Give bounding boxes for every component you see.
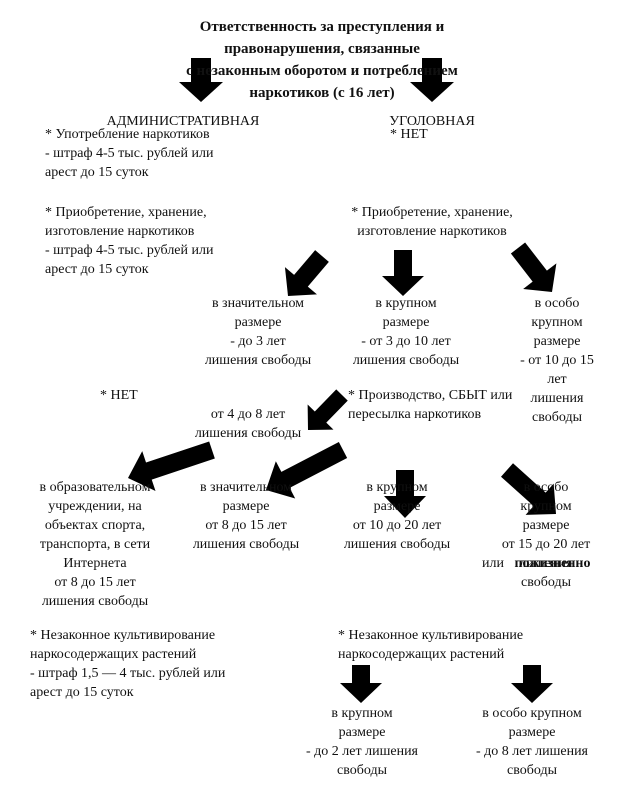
admin-cultivation: * Незаконное культивирование наркосодерж… [30,628,226,700]
admin-use: * Употребление наркотиков - штраф 4-5 ты… [45,127,214,180]
branch-criminal: УГОЛОВНАЯ [389,114,475,129]
block-arrow-icon [382,250,424,296]
cultivation-outcome: в крупном размере - до 2 лет лишения сво… [306,706,418,778]
block-arrow-icon [340,665,382,703]
block-arrow-icon [284,250,329,296]
life-label: пожизненно [514,556,591,571]
block-arrow-icon [307,389,348,430]
or-label: или [482,556,504,571]
production-outcome: в особо крупном размере от 15 до 20 лет … [501,480,591,590]
block-arrow-icon [384,470,426,518]
acquisition-outcome: в особо крупном размере - от 10 до 15 ле… [520,296,594,425]
block-arrow-icon [410,58,454,102]
block-arrow-icon [510,242,557,292]
block-arrow-icon [500,463,556,515]
admin-production: * НЕТ [100,388,138,403]
branch-administrative: АДМИНИСТРАТИВНАЯ [106,114,260,129]
block-arrow-icon [128,441,215,491]
production-base: от 4 до 8 лет лишения свободы [194,407,302,441]
production-outcome: в крупном размере от 10 до 20 лет лишени… [343,480,451,552]
criminal-cultivation-heading: * Незаконное культивирование наркосодерж… [338,628,524,662]
acquisition-outcome: в значительном размере - до 3 лет лишени… [204,296,312,368]
criminal-acquisition-heading: * Приобретение, хранение, изготовление н… [351,205,513,239]
block-arrow-icon [511,665,553,703]
criminal-use: * НЕТ [390,127,428,142]
diagram-title: Ответственность за преступления и правон… [186,19,458,101]
criminal-production-heading: * Производство, СБЫТ или пересылка нарко… [348,388,513,422]
production-life-line: или пожизненно [482,554,590,573]
production-outcome: в значительном размере от 8 до 15 лет ли… [192,480,300,552]
admin-acquisition: * Приобретение, хранение, изготовление н… [45,205,214,277]
cultivation-outcome: в особо крупном размере - до 8 лет лишен… [476,706,588,778]
block-arrow-icon [266,442,348,499]
block-arrow-icon [179,58,223,102]
production-outcome: в образовательном учреждении, на объекта… [39,480,151,609]
acquisition-outcome: в крупном размере - от 3 до 10 лет лишен… [352,296,460,368]
